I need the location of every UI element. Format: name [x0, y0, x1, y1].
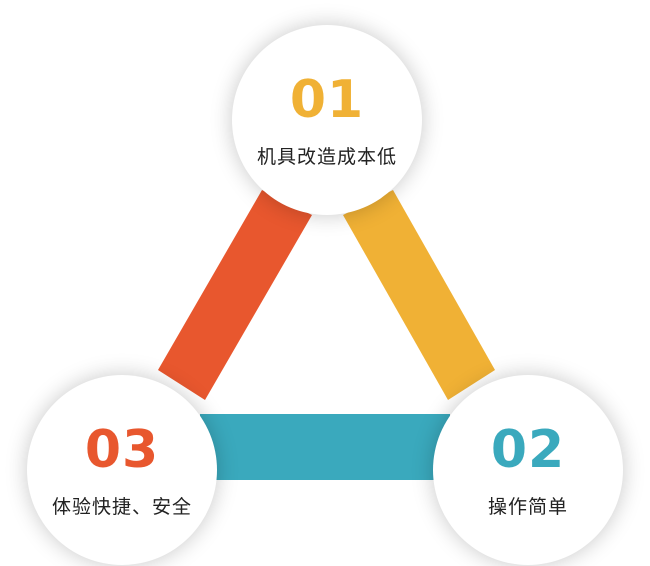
band-right	[343, 190, 495, 400]
node-number: 02	[490, 419, 566, 480]
node-label: 体验快捷、安全	[51, 495, 192, 518]
node-02: 02 操作简单	[433, 375, 623, 565]
node-number: 01	[289, 69, 365, 130]
node-03: 03 体验快捷、安全	[27, 375, 217, 565]
node-01: 01 机具改造成本低	[232, 25, 422, 215]
node-label: 机具改造成本低	[256, 145, 397, 168]
band-left	[158, 190, 312, 400]
band-bottom	[200, 414, 450, 480]
node-number: 03	[84, 419, 160, 480]
node-label: 操作简单	[487, 495, 568, 518]
